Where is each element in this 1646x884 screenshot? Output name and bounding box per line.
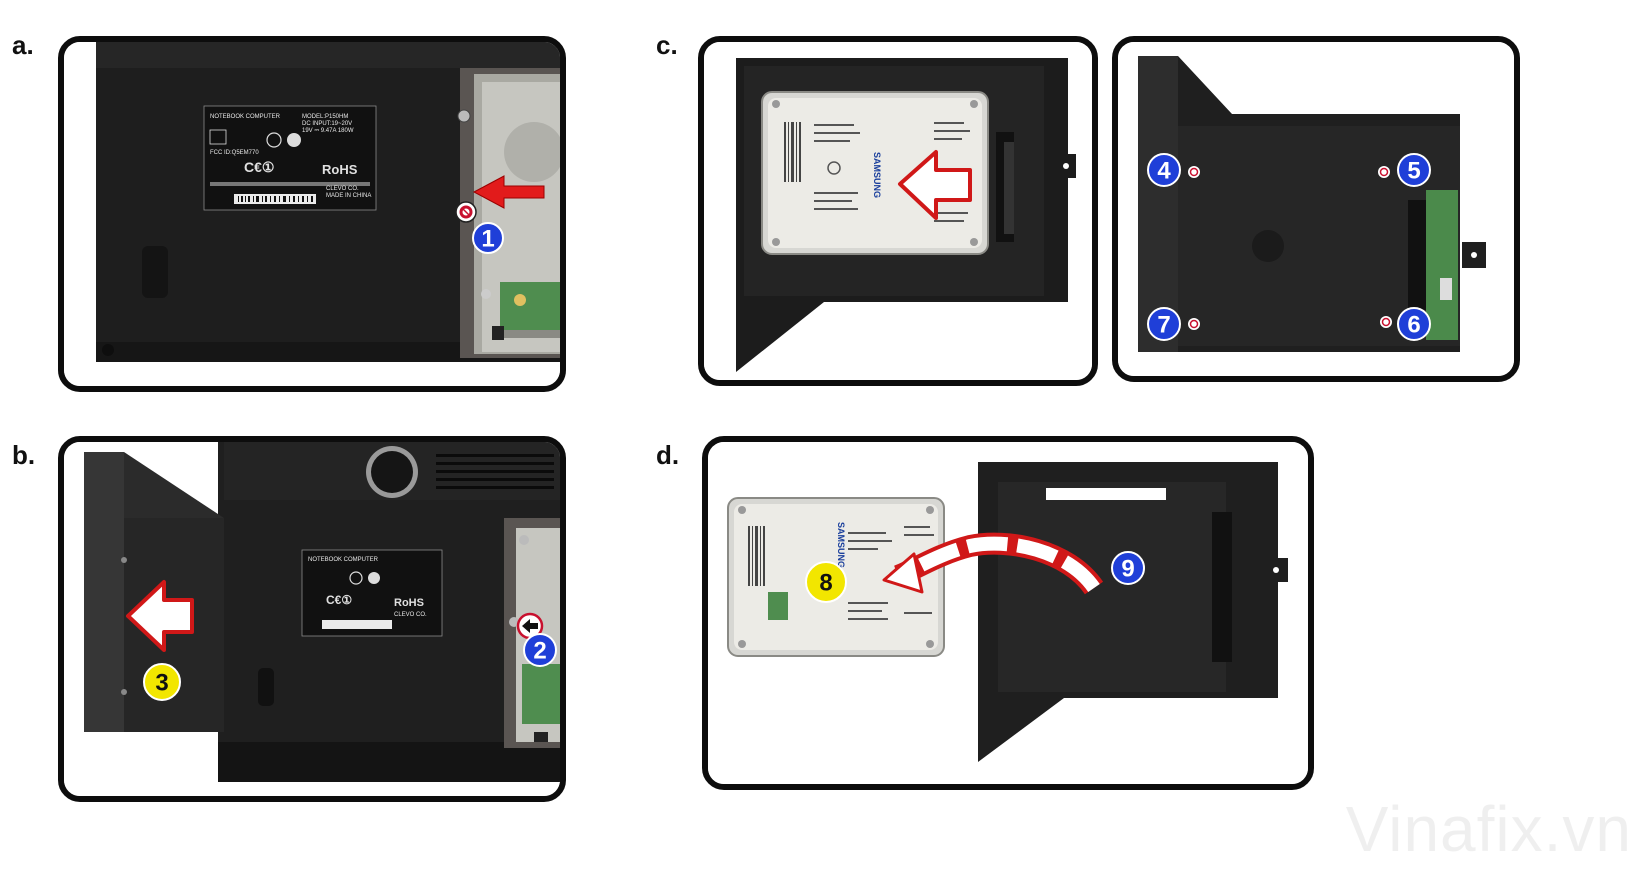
panel-a: NOTEBOOK COMPUTER MODEL:P150HM DC INPUT:…: [58, 36, 566, 392]
svg-text:6: 6: [1407, 312, 1420, 339]
label-line1: NOTEBOOK COMPUTER: [210, 114, 281, 120]
panel-c-drive-in-caddy: SAMSUNG: [698, 36, 1098, 386]
screw-release-marker: [516, 612, 544, 640]
step-letter-b: b.: [12, 440, 36, 470]
step-badge-4: 4: [1147, 153, 1181, 187]
arrow-left-icon: [522, 619, 538, 633]
screw-hole-5: [1378, 166, 1390, 178]
drive-circuit-board: [500, 282, 560, 338]
panel-a-illustration: NOTEBOOK COMPUTER MODEL:P150HM DC INPUT:…: [64, 42, 560, 386]
label-line2: MODEL:P150HM: [302, 114, 348, 120]
svg-text:RoHS: RoHS: [394, 597, 424, 609]
svg-text:C€①: C€①: [244, 159, 274, 175]
label-maker: CLEVO CO.: [326, 186, 359, 192]
check-mark-icon: [287, 133, 301, 147]
svg-text:CLEVO CO.: CLEVO CO.: [394, 612, 427, 618]
rohs-mark: RoHS: [322, 162, 358, 177]
step-badge-8: 8: [805, 561, 847, 603]
screw-hole-7: [1188, 318, 1200, 330]
notebook-label: NOTEBOOK COMPUTER C€① RoHS CLEVO CO.: [301, 549, 443, 637]
check-mark-icon: [368, 572, 380, 584]
cert-icon: [349, 571, 363, 585]
label-line5: FCC ID:Q5EM770: [210, 150, 259, 156]
adapter-circuit-board: [1426, 190, 1458, 340]
white-arrow-left-icon: [126, 580, 194, 652]
step-letter-a: a.: [12, 30, 34, 60]
notebook-label: NOTEBOOK COMPUTER MODEL:P150HM DC INPUT:…: [203, 105, 377, 211]
panel-b-illustration: NOTEBOOK COMPUTER C€① RoHS CLEVO CO. 3: [64, 442, 560, 796]
svg-text:9: 9: [1121, 556, 1134, 583]
drive-brand: SAMSUNG: [872, 152, 882, 198]
svg-text:7: 7: [1157, 312, 1170, 339]
svg-text:NOTEBOOK COMPUTER: NOTEBOOK COMPUTER: [308, 557, 379, 563]
panel-c2-illustration: 4 5 6 7: [1118, 42, 1514, 376]
svg-text:8: 8: [819, 570, 832, 597]
rubber-foot: [258, 668, 274, 706]
panel-c1-illustration: SAMSUNG: [704, 42, 1092, 380]
red-arrow-left-icon: [472, 175, 545, 209]
cert-icon: [266, 132, 282, 148]
drive-circuit-board: [522, 664, 560, 724]
panel-d-illustration: SAMSUNG 8 9: [708, 442, 1308, 784]
step-letter-c: c.: [656, 30, 678, 60]
vent-grille: [436, 454, 554, 489]
label-line4: 19V ⎓ 9.47A 180W: [302, 128, 354, 134]
svg-text:2: 2: [533, 638, 546, 665]
svg-text:3: 3: [155, 670, 168, 697]
panel-b: NOTEBOOK COMPUTER C€① RoHS CLEVO CO. 3: [58, 436, 566, 802]
panel-d: SAMSUNG 8 9: [702, 436, 1314, 790]
drive-brand: SAMSUNG: [836, 522, 846, 568]
step-badge-3: 3: [143, 663, 181, 701]
svg-text:1: 1: [481, 226, 494, 253]
step-badge-1: 1: [472, 222, 504, 254]
step-badge-6: 6: [1397, 307, 1431, 341]
svg-text:5: 5: [1407, 158, 1420, 185]
svg-text:4: 4: [1157, 158, 1171, 185]
step-badge-7: 7: [1147, 307, 1181, 341]
sata-connector: [1408, 200, 1426, 310]
step-badge-2: 2: [523, 633, 557, 667]
screw-hole-4: [1188, 166, 1200, 178]
barcode-strip: [322, 620, 392, 629]
label-origin: MADE IN CHINA: [326, 193, 371, 199]
label-line3: DC INPUT:19~20V: [302, 121, 352, 127]
white-arrow-left-icon: [898, 150, 972, 220]
sata-connector: [1212, 512, 1232, 662]
rubber-foot: [142, 246, 168, 298]
watermark: Vinafix.vn: [1345, 793, 1632, 865]
svg-text:C€①: C€①: [326, 593, 352, 607]
step-badge-5: 5: [1397, 153, 1431, 187]
step-badge-9: 9: [1111, 551, 1145, 585]
panel-c-empty-caddy: 4 5 6 7: [1112, 36, 1520, 382]
screw-hole-6: [1380, 316, 1392, 328]
step-letter-d: d.: [656, 440, 680, 470]
